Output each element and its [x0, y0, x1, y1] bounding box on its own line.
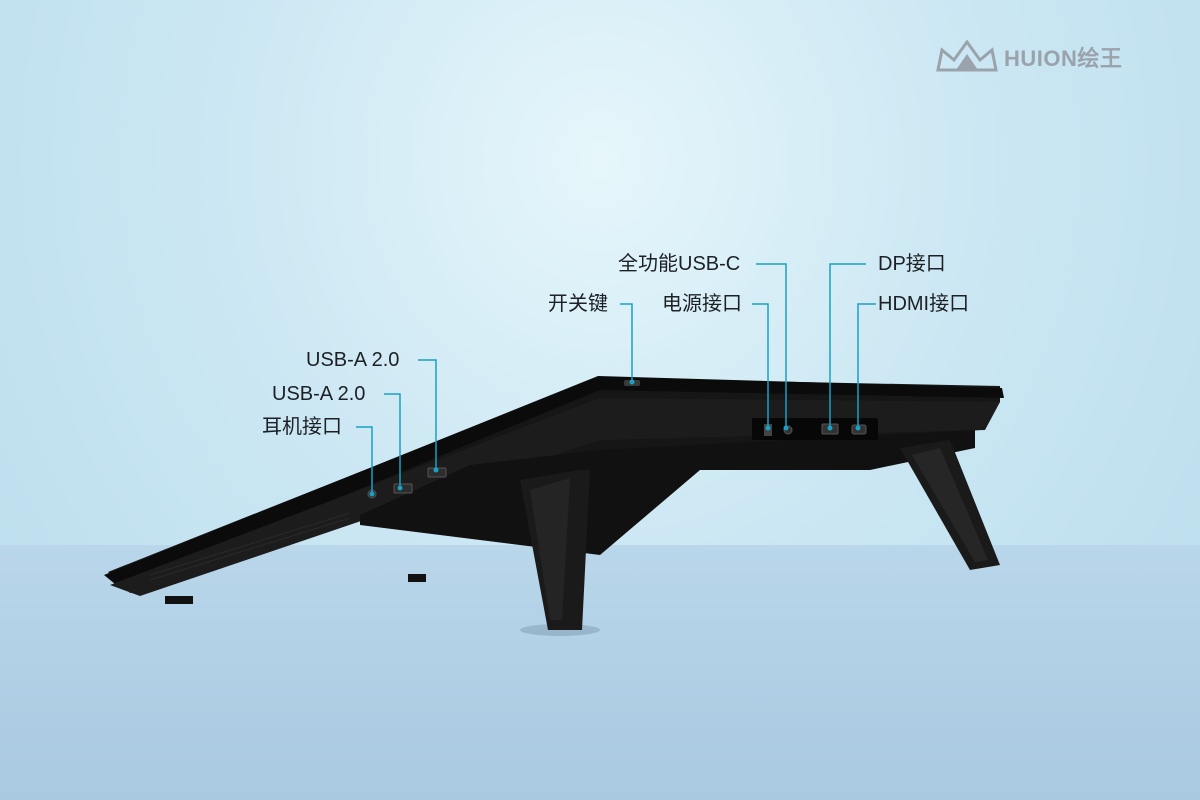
usb-c-label: 全功能USB-C — [618, 253, 741, 275]
dp-port-label: DP接口 — [878, 253, 946, 275]
crown-icon — [936, 40, 998, 72]
brand-name: HUION绘王 — [1004, 46, 1123, 71]
floor-surface — [0, 545, 1200, 800]
hdmi-port-label: HDMI接口 — [878, 293, 970, 315]
usb-a-label-2: USB-A 2.0 — [272, 383, 366, 405]
power-switch-label: 开关键 — [548, 293, 608, 315]
huion-logo: HUION绘王 — [936, 40, 1122, 74]
power-port-label: 电源接口 — [662, 293, 742, 315]
headphone-port-label: 耳机接口 — [262, 416, 342, 438]
usb-a-label-1: USB-A 2.0 — [306, 349, 400, 371]
